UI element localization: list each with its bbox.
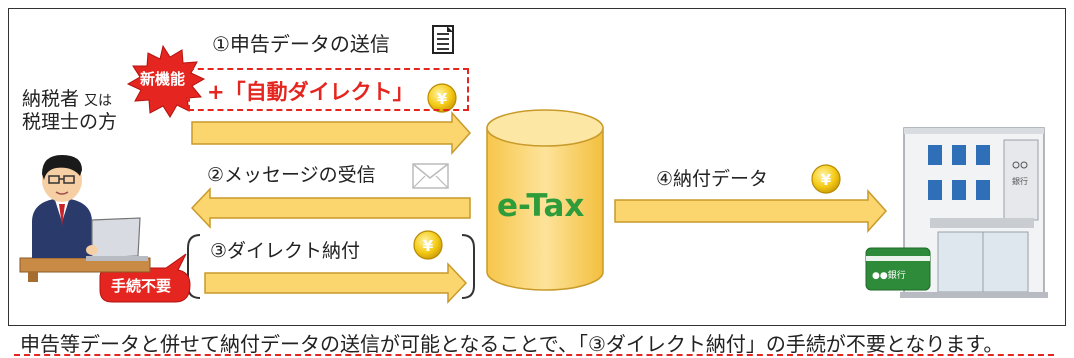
step2-label: ②メッセージの受信 [207, 164, 376, 186]
caption: 申告等データと併せて納付データの送信が可能となることで、「③ダイレクト納付」の手… [20, 332, 1004, 356]
taxpayer-label: 納税者 [22, 88, 80, 110]
arrow-step1-right [191, 111, 472, 155]
bank-card-label: ●●銀行 [872, 271, 906, 281]
person-with-laptop-icon [19, 155, 151, 282]
step1-label: ①申告データの送信 [212, 32, 390, 56]
no-procedure-badge: 手続不要 [111, 277, 172, 295]
or-label: 又は [84, 93, 113, 109]
bank-card-icon [865, 247, 931, 291]
new-feature-burst [126, 44, 206, 118]
yen-coin-icon: ¥ [427, 83, 457, 113]
arrow-step3-right [204, 262, 468, 304]
auto-direct-box [188, 68, 469, 111]
etax-cylinder [486, 109, 604, 291]
step4-label: ④納付データ [656, 168, 769, 190]
caption-underline [14, 354, 1054, 356]
envelope-icon [412, 163, 449, 189]
bank-sign-label: 銀行 [1012, 177, 1028, 186]
document-icon [432, 25, 454, 54]
taxpayer-label-1: 納税者又は [22, 84, 112, 111]
taxpayer-label-2: 税理士の方 [22, 111, 118, 133]
yen-coin-icon-step3: ¥ [413, 230, 443, 260]
etax-label: e-Tax [497, 188, 585, 224]
svg-text:¥: ¥ [423, 237, 434, 255]
step3-label: ③ダイレクト納付 [210, 240, 361, 262]
bracket-left [187, 234, 201, 299]
yen-coin-icon-step4: ¥ [811, 164, 841, 194]
new-feature-badge: 新機能 [140, 70, 186, 88]
bracket-right [461, 234, 475, 299]
auto-direct-label: +「自動ダイレクト」 [207, 80, 414, 104]
svg-text:¥: ¥ [821, 171, 832, 189]
arrow-step4-right [614, 189, 888, 233]
diagram-frame [8, 8, 1066, 326]
svg-text:¥: ¥ [437, 90, 448, 108]
arrow-step2-left [190, 187, 471, 229]
